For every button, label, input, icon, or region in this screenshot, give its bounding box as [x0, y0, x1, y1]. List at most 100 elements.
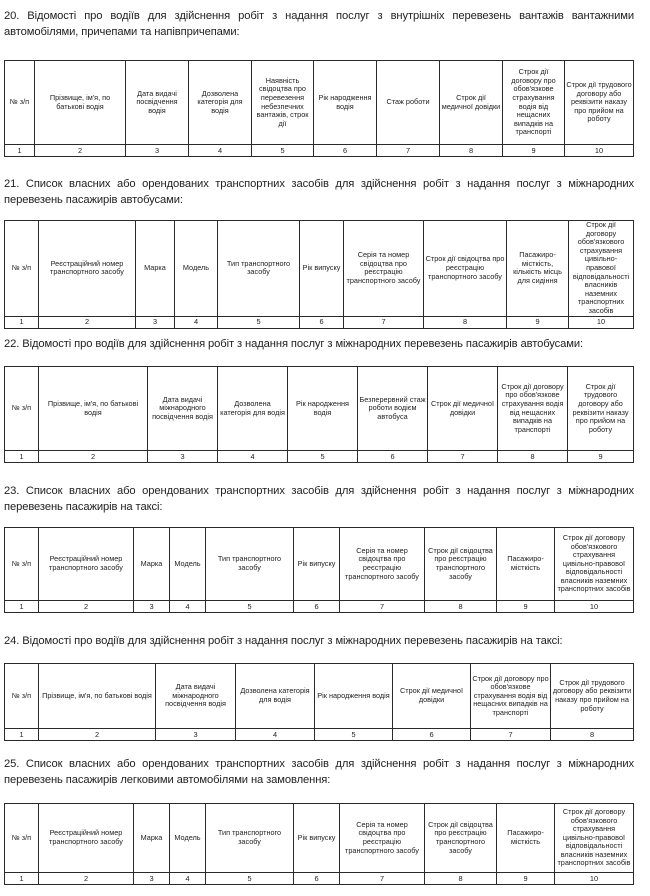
column-number: 6: [293, 872, 340, 885]
column-number: 2: [38, 872, 134, 885]
column-number: 5: [287, 450, 358, 463]
section-23-table: № з/п Реєстраційний номер транспортного …: [4, 527, 634, 613]
header-cell: Тип транспортного засобу: [205, 527, 294, 601]
column-number: 5: [251, 144, 314, 157]
column-number: 1: [4, 144, 35, 157]
column-number: 1: [4, 600, 39, 613]
header-cell: Строк дії свідоцтва про реєстрацію транс…: [424, 803, 497, 873]
column-number: 2: [38, 600, 134, 613]
section-20-table: № з/п Прізвище, ім'я, по батькові водія …: [4, 60, 634, 157]
header-cell: Наявність свідоцтва про перевезення небе…: [251, 60, 314, 145]
section-22-title: 22. Відомості про водіїв для здійснення …: [4, 338, 584, 350]
header-cell: Прізвище, ім'я, по батькові водія: [38, 366, 148, 451]
column-number: 8: [439, 144, 503, 157]
column-number: 6: [299, 315, 344, 329]
header-cell: Марка: [133, 527, 170, 601]
header-row: № з/п Прізвище, ім'я, по батькові водія …: [4, 60, 634, 145]
header-cell: Рік випуску: [293, 527, 340, 601]
header-row: № з/п Реєстраційний номер транспортного …: [4, 220, 634, 317]
column-number-row: 1 2 3 4 5 6 7 8 9 10: [4, 600, 634, 613]
header-cell: Рік народження водія: [314, 663, 393, 729]
header-cell: Строк дії договору обов'язкового страхув…: [554, 527, 634, 601]
header-cell: Строк дії трудового договору або реквізи…: [567, 366, 634, 451]
column-number: 7: [376, 144, 440, 157]
header-cell: Строк дії договору обов'язкового страхув…: [554, 803, 634, 873]
column-number: 8: [497, 450, 568, 463]
column-number: 1: [4, 315, 39, 329]
column-number: 3: [135, 315, 175, 329]
header-cell: Строк дії свідоцтва про реєстрацію транс…: [423, 220, 507, 317]
header-cell: № з/п: [4, 220, 39, 317]
column-number-row: 1 2 3 4 5 6 7 8 9 10: [4, 872, 634, 885]
column-number: 1: [4, 728, 39, 741]
header-cell: № з/п: [4, 60, 35, 145]
header-cell: № з/п: [4, 663, 39, 729]
column-number: 2: [38, 450, 148, 463]
column-number: 7: [339, 872, 425, 885]
section-24-title: 24. Відомості про водіїв для здійснення …: [4, 635, 563, 647]
column-number: 4: [169, 600, 206, 613]
header-cell: Дозволена категорія для водія: [235, 663, 315, 729]
header-cell: Дозволена категорія для водія: [217, 366, 288, 451]
header-cell: Пасажиро-місткість: [496, 803, 555, 873]
header-cell: Рік випуску: [293, 803, 340, 873]
column-number: 3: [133, 872, 170, 885]
column-number: 10: [554, 872, 634, 885]
header-cell: Серія та номер свідоцтва про реєстрацію …: [339, 803, 425, 873]
header-cell: Стаж роботи: [376, 60, 440, 145]
column-number: 6: [293, 600, 340, 613]
header-cell: Строк дії медичної довідки: [392, 663, 471, 729]
section-24-table: № з/п Прізвище, ім'я, по батькові водія …: [4, 663, 634, 741]
column-number: 10: [554, 600, 634, 613]
column-number: 8: [423, 315, 507, 329]
header-row: № з/п Реєстраційний номер транспортного …: [4, 803, 634, 873]
column-number: 6: [313, 144, 377, 157]
column-number: 9: [506, 315, 569, 329]
header-cell: Строк дії медичної довідки: [439, 60, 503, 145]
header-cell: Безперервний стаж роботи водієм автобуса: [357, 366, 428, 451]
column-number: 3: [147, 450, 218, 463]
header-cell: Строк дії договору про обов'язкове страх…: [497, 366, 568, 451]
header-cell: Модель: [174, 220, 218, 317]
header-cell: Пасажиро-місткість, кількість місць для …: [506, 220, 569, 317]
header-cell: Рік народження водія: [313, 60, 377, 145]
header-cell: Рік випуску: [299, 220, 344, 317]
header-row: № з/п Прізвище, ім'я, по батькові водія …: [4, 663, 634, 729]
column-number: 5: [217, 315, 300, 329]
section-23-title: 23. Список власних або орендованих транс…: [4, 485, 634, 513]
column-number: 7: [339, 600, 425, 613]
section-21-table: № з/п Реєстраційний номер транспортного …: [4, 220, 634, 329]
header-cell: Дозволена категорія для водія: [188, 60, 252, 145]
column-number: 7: [343, 315, 424, 329]
column-number: 3: [125, 144, 189, 157]
column-number: 10: [564, 144, 634, 157]
column-number: 5: [205, 600, 294, 613]
column-number: 2: [38, 728, 156, 741]
header-cell: Дата видачі міжнародного посвідчення вод…: [147, 366, 218, 451]
section-22-table: № з/п Прізвище, ім'я, по батькові водія …: [4, 366, 634, 463]
header-cell: Рік народження водія: [287, 366, 358, 451]
column-number-row: 1 2 3 4 5 6 7 8 9 10: [4, 144, 634, 157]
header-cell: Тип транспортного засобу: [217, 220, 300, 317]
header-cell: Марка: [135, 220, 175, 317]
header-cell: Строк дії медичної довідки: [427, 366, 498, 451]
column-number: 9: [567, 450, 634, 463]
header-cell: Прізвище, ім'я, по батькові водія: [34, 60, 126, 145]
header-cell: № з/п: [4, 527, 39, 601]
column-number: 9: [496, 600, 555, 613]
column-number: 4: [235, 728, 315, 741]
section-25-title: 25. Список власних або орендованих транс…: [4, 758, 634, 786]
column-number: 5: [205, 872, 294, 885]
header-cell: Модель: [169, 527, 206, 601]
column-number: 2: [34, 144, 126, 157]
column-number: 4: [174, 315, 218, 329]
header-cell: Строк дії договору про обов'язкове страх…: [470, 663, 551, 729]
header-cell: Строк дії трудового договору або реквізи…: [564, 60, 634, 145]
header-cell: № з/п: [4, 803, 39, 873]
column-number: 8: [424, 872, 497, 885]
header-cell: Строк дії трудового договору або реквізи…: [550, 663, 634, 729]
header-cell: Серія та номер свідоцтва про реєстрацію …: [339, 527, 425, 601]
column-number: 4: [188, 144, 252, 157]
header-cell: Модель: [169, 803, 206, 873]
header-row: № з/п Прізвище, ім'я, по батькові водія …: [4, 366, 634, 451]
